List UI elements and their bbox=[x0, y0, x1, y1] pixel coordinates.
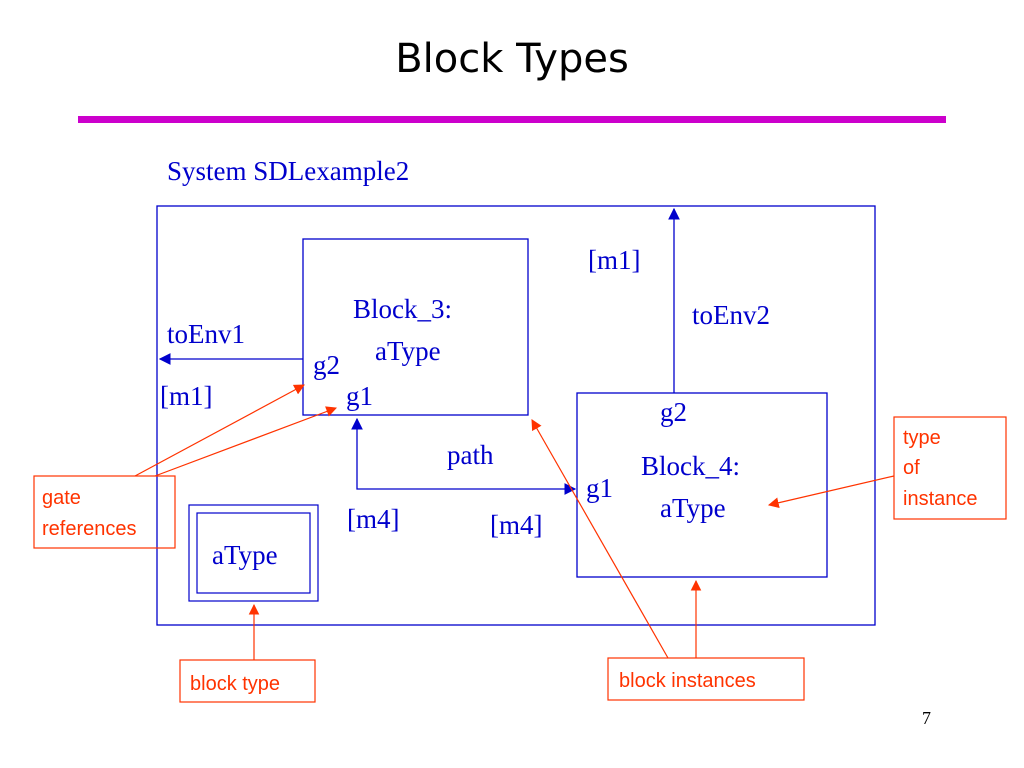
channel-path-signal-left: [m4] bbox=[347, 504, 399, 534]
title-rule bbox=[78, 116, 946, 123]
channel-path-name: path bbox=[447, 440, 494, 470]
annotation-type-of-instance-line1: type bbox=[903, 427, 941, 449]
annotation-block-instances-label: block instances bbox=[619, 670, 756, 692]
page-number: 7 bbox=[922, 708, 931, 728]
annotation-type-of-instance-line3: instance bbox=[903, 488, 978, 510]
annotation-gate-references-box bbox=[33, 475, 176, 549]
block4-name: Block_4: bbox=[641, 451, 740, 481]
annotation-block-type-box bbox=[179, 659, 316, 703]
block3-box bbox=[302, 238, 529, 416]
channel-toenv1-name: toEnv1 bbox=[167, 319, 245, 349]
slide-title: Block Types bbox=[395, 36, 629, 82]
block4-type: aType bbox=[660, 493, 726, 523]
block4-box bbox=[576, 392, 828, 578]
block-type-label: aType bbox=[212, 540, 278, 570]
channel-path-line bbox=[351, 417, 577, 495]
channel-toenv1-signal: [m1] bbox=[160, 381, 212, 411]
block3-gate-g1: g1 bbox=[346, 381, 373, 411]
annotation-gate-references-line1: gate bbox=[42, 487, 81, 509]
system-boundary bbox=[156, 205, 876, 626]
system-label: System SDLexample2 bbox=[167, 156, 409, 186]
channel-toenv2-signal: [m1] bbox=[588, 245, 640, 275]
annotation-type-of-instance-box bbox=[893, 416, 1007, 520]
block-type-inner-box bbox=[196, 512, 311, 594]
block4-gate-g2: g2 bbox=[660, 397, 687, 427]
block-type-outer-box bbox=[188, 504, 319, 602]
block4-gate-g1: g1 bbox=[586, 473, 613, 503]
arrow-gate-ref-to-g1 bbox=[154, 406, 338, 477]
annotation-block-instances-box bbox=[607, 657, 805, 701]
arrow-block-instances-to-block3 bbox=[531, 419, 669, 659]
arrow-type-of-instance bbox=[767, 475, 895, 509]
annotation-gate-references-line2: references bbox=[42, 518, 137, 540]
block3-gate-g2: g2 bbox=[313, 350, 340, 380]
annotation-type-of-instance-line2: of bbox=[903, 457, 920, 479]
block3-name: Block_3: bbox=[353, 294, 452, 324]
channel-toenv2-name: toEnv2 bbox=[692, 300, 770, 330]
channel-path-signal-right: [m4] bbox=[490, 510, 542, 540]
arrow-gate-ref-to-g2 bbox=[134, 384, 305, 477]
annotation-block-type-label: block type bbox=[190, 673, 280, 695]
block3-type: aType bbox=[375, 336, 441, 366]
